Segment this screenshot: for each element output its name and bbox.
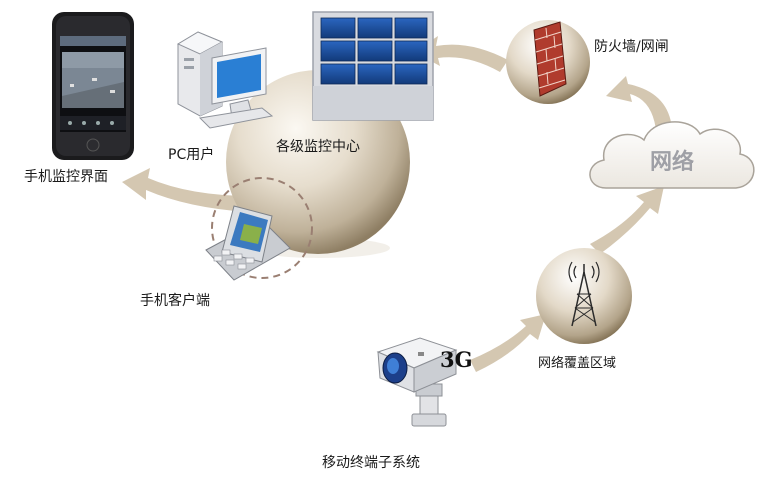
phone-ui-label: 手机监控界面	[24, 169, 108, 185]
network-label: 网络	[650, 150, 695, 175]
arrow-network-to-firewall	[606, 76, 672, 130]
video-wall-icon	[312, 11, 434, 121]
diagram-caption: 移动终端子系统	[322, 455, 420, 471]
tower-icon	[568, 261, 600, 327]
arrow-camera-to-coverage	[470, 314, 546, 372]
phone-icon	[52, 12, 134, 160]
camera-3g-badge: 3G	[440, 347, 473, 372]
center-label: 各级监控中心	[276, 139, 360, 155]
firewall-label: 防火墙/网闸	[594, 39, 669, 55]
arrow-firewall-to-center	[414, 36, 508, 72]
pc-user-label: PC用户	[168, 147, 215, 163]
mobile-client-label: 手机客户端	[140, 293, 210, 309]
coverage-sphere	[536, 248, 632, 344]
firewall-icon	[533, 21, 567, 97]
pc-icon	[176, 31, 274, 129]
pda-icon	[205, 177, 313, 281]
camera-icon	[376, 337, 458, 427]
cloud-icon	[589, 121, 755, 189]
arrow-coverage-to-network	[590, 186, 664, 254]
coverage-label: 网络覆盖区域	[538, 356, 617, 371]
